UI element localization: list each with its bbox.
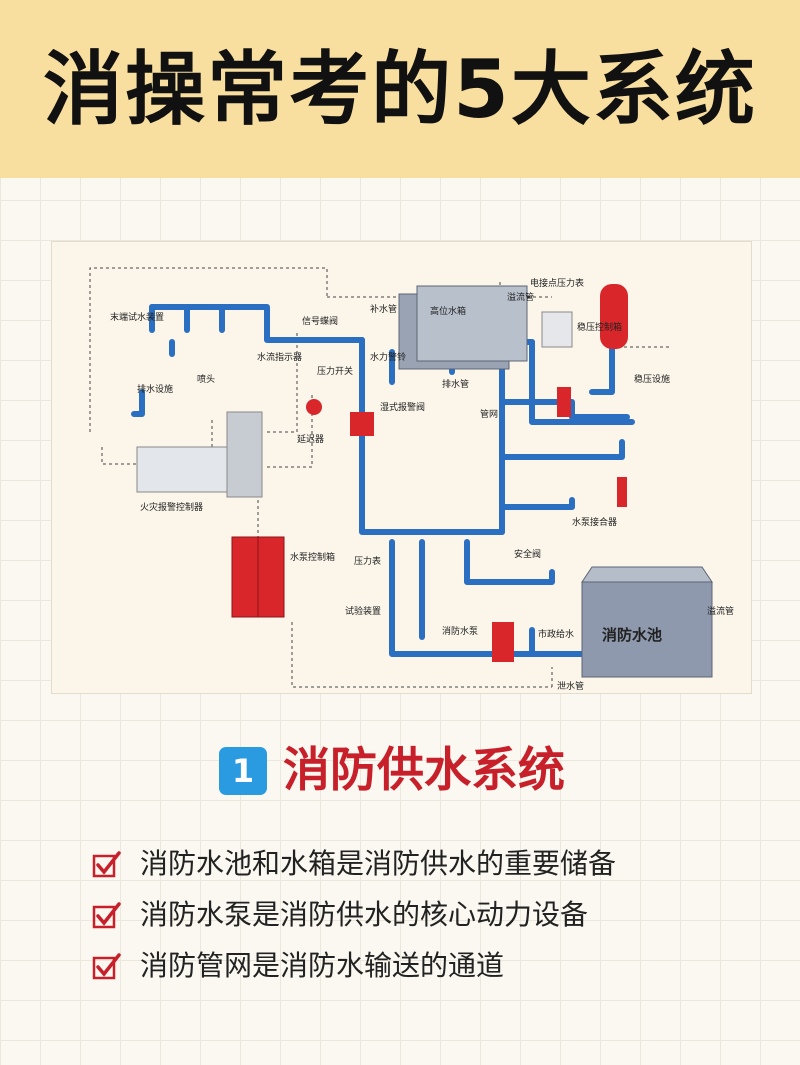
page-title: 消操常考的5大系统	[43, 43, 757, 136]
label-test-device: 试验装置	[345, 605, 381, 617]
pipe-network	[131, 299, 635, 657]
label-safety-valve: 安全阀	[514, 548, 541, 560]
pump-adapter-icon	[617, 477, 627, 507]
section-title: 消防供水系统	[283, 743, 565, 798]
label-fire-pump: 消防水泵	[442, 625, 478, 637]
label-municipal: 市政给水	[538, 628, 574, 640]
label-regulator-box: 稳压控制箱	[577, 321, 622, 333]
checkbox-check-icon	[92, 851, 121, 878]
label-high-tank: 高位水箱	[430, 305, 466, 317]
bullet-text: 消防水泵是消防供水的核心动力设备	[140, 898, 589, 931]
label-drain-facility: 排水设施	[137, 383, 173, 395]
checkbox-check-icon	[92, 953, 121, 980]
diagram-svg: 末端试水装置 信号蝶阀 水流指示器 喷头 排水设施 压力开关 水力警铃 延迟器 …	[89, 267, 734, 692]
regulator-box-icon	[541, 311, 573, 348]
list-item: 消防水泵是消防供水的核心动力设备	[92, 893, 772, 944]
label-overflow-pipe-top: 溢流管	[507, 291, 534, 303]
fire-water-supply-diagram: 末端试水装置 信号蝶阀 水流指示器 喷头 排水设施 压力开关 水力警铃 延迟器 …	[51, 241, 752, 694]
header-banner: 消操常考的5大系统	[0, 0, 800, 178]
pump-control-cabinet-icon	[231, 536, 285, 618]
bullet-text: 消防管网是消防水输送的通道	[140, 949, 505, 982]
label-drain-pipe: 泄水管	[557, 680, 584, 692]
label-signal-valve: 信号蝶阀	[302, 315, 338, 327]
high-tank-icon	[398, 285, 528, 370]
pressure-tank-icon	[600, 284, 628, 349]
label-contact-gauge: 电接点压力表	[530, 277, 584, 289]
checkbox-check-icon	[92, 902, 121, 929]
label-wet-alarm-valve: 湿式报警阀	[380, 401, 425, 413]
label-pressure-switch: 压力开关	[317, 365, 353, 377]
wet-alarm-valve-icon	[350, 412, 374, 436]
regulator-pump-icon	[557, 387, 571, 417]
label-pump-adapter: 水泵接合器	[572, 516, 617, 528]
label-pressure-gauge: 压力表	[354, 555, 381, 567]
label-pump-control-box: 水泵控制箱	[290, 551, 335, 563]
list-item: 消防管网是消防水输送的通道	[92, 944, 772, 995]
label-terminal-test: 末端试水装置	[110, 311, 164, 323]
section-number-badge: 1	[219, 747, 267, 795]
label-delay-device: 延迟器	[297, 433, 324, 445]
fire-pump-icon	[492, 622, 514, 662]
alarm-controller-icon	[136, 411, 263, 498]
label-flow-indicator: 水流指示器	[257, 351, 302, 363]
label-makeup-pipe: 补水管	[370, 303, 397, 315]
label-water-bell: 水力警铃	[370, 351, 406, 363]
bullet-text: 消防水池和水箱是消防供水的重要储备	[140, 847, 617, 880]
label-sprinkler: 喷头	[197, 374, 215, 385]
delay-device-icon	[306, 399, 322, 415]
label-pipe-network: 管网	[480, 408, 498, 420]
label-regulator: 稳压设施	[634, 373, 670, 385]
label-pool: 消防水池	[602, 626, 662, 644]
label-overflow-pipe: 溢流管	[707, 605, 734, 617]
label-drain-pipe-top: 排水管	[442, 378, 469, 390]
label-fire-alarm-controller: 火灾报警控制器	[140, 501, 203, 513]
fire-pool-icon	[581, 566, 713, 678]
bullet-list: 消防水池和水箱是消防供水的重要储备 消防水泵是消防供水的核心动力设备 消防管网是…	[92, 842, 772, 995]
list-item: 消防水池和水箱是消防供水的重要储备	[92, 842, 772, 893]
